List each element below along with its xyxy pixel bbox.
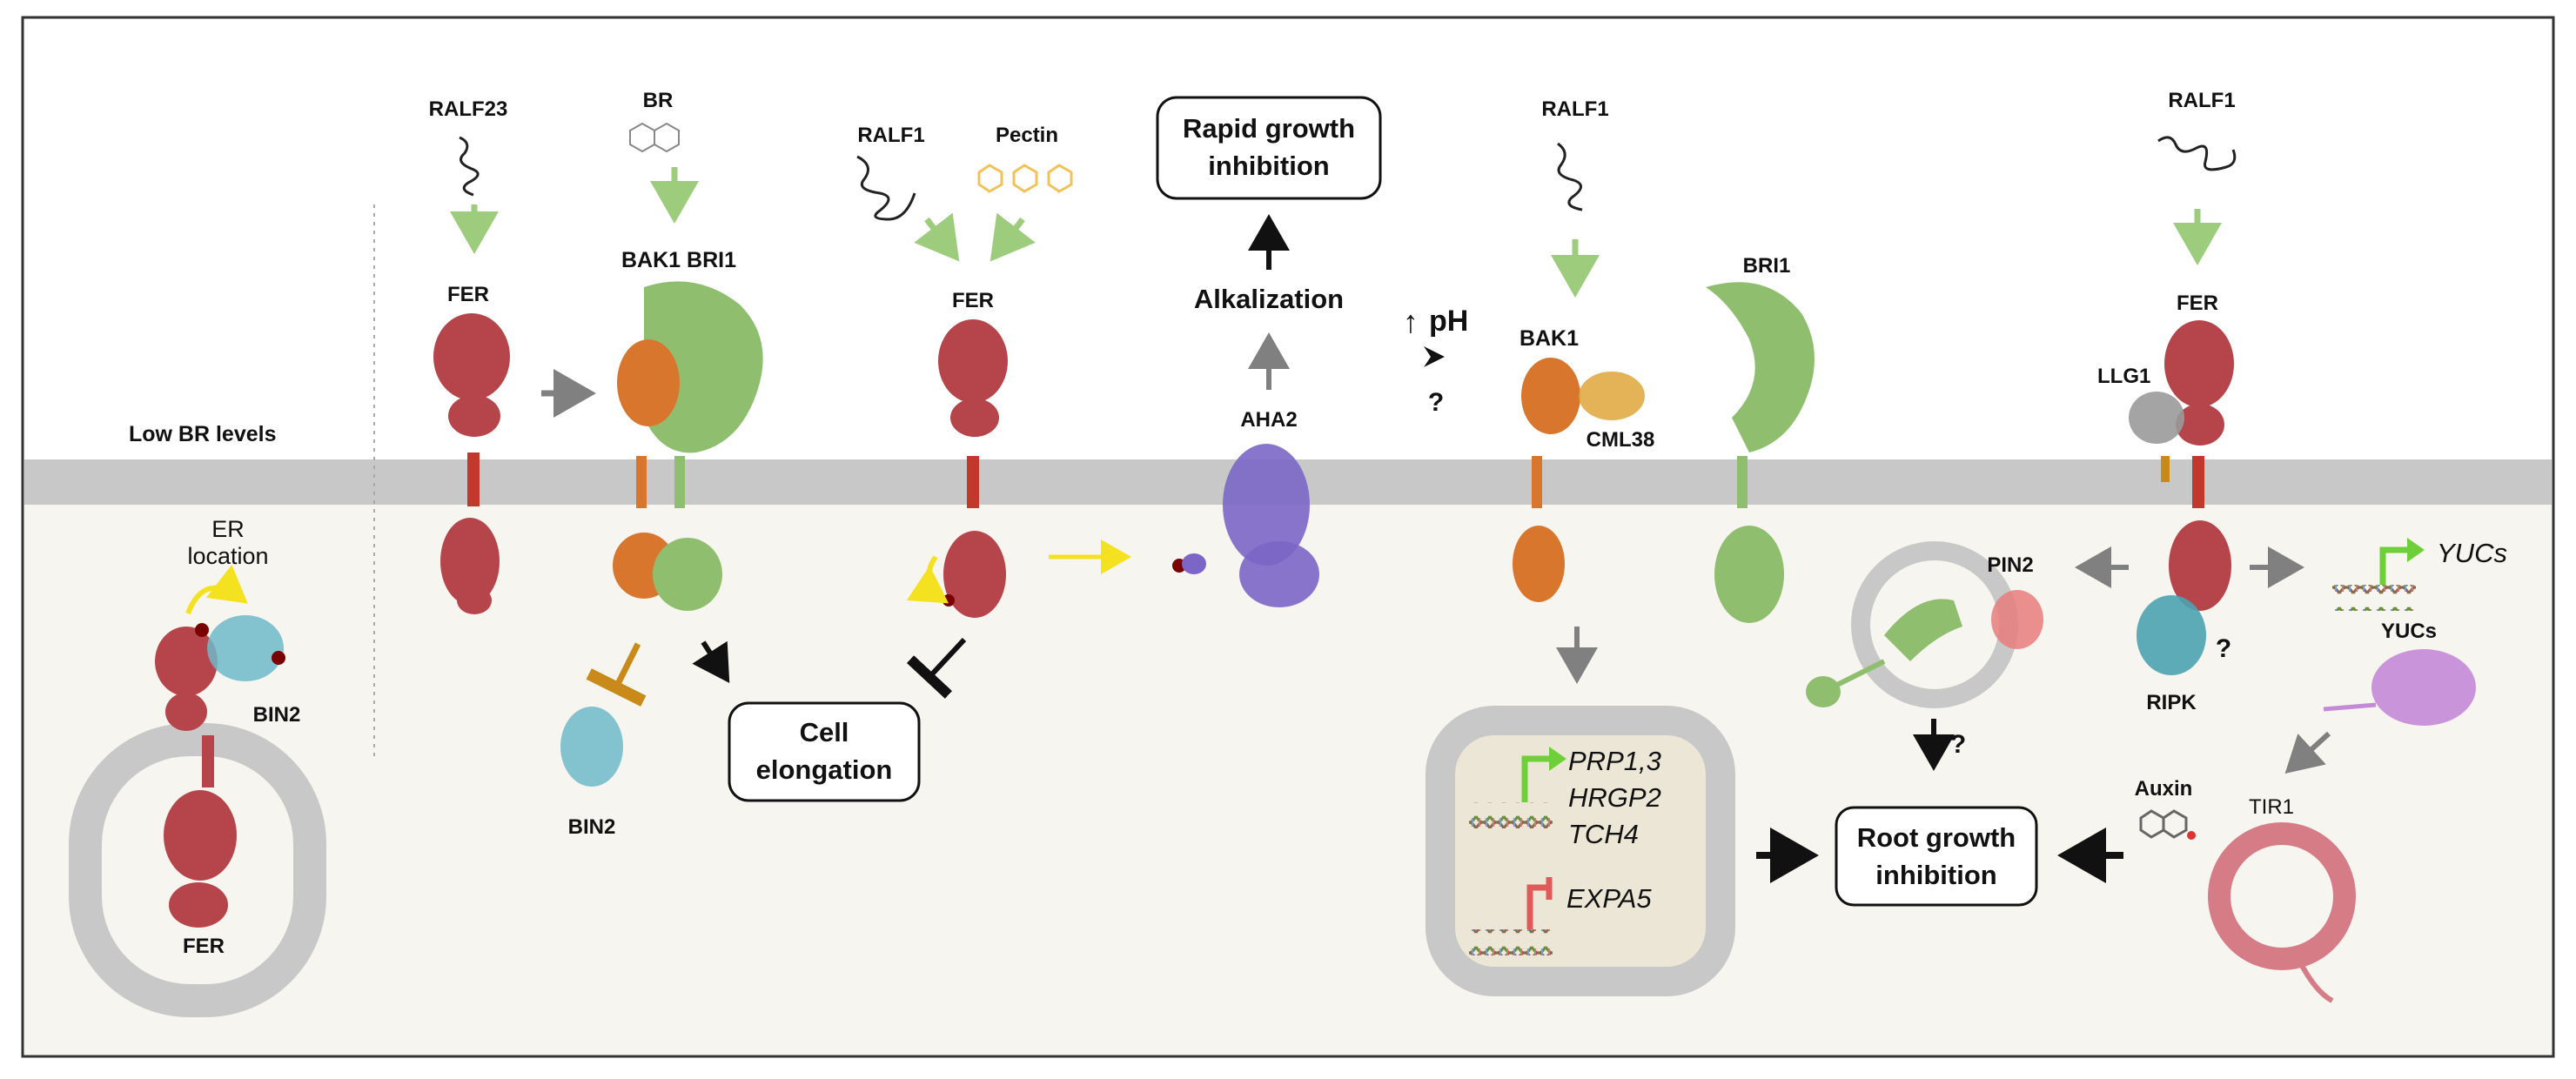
bri1-to-elongation-arrow: [692, 640, 730, 684]
bin2-er-protein: [207, 615, 285, 681]
gene-activation-arrow: [1521, 755, 1551, 802]
fer-3-receptor: [2164, 320, 2234, 611]
fer-1-receptor: [433, 313, 510, 614]
bak1-bri1-label: BAK1 BRI1: [621, 248, 736, 272]
ph-question: ?: [1428, 388, 1444, 417]
er-cycle-arrow: [185, 564, 248, 615]
bri1-receptor: [1706, 282, 1815, 623]
yucs-activation-arrow: [2379, 546, 2409, 585]
fer-2-label: FER: [952, 289, 994, 312]
bak1-label: BAK1: [1519, 326, 1579, 351]
aha2-pump: [1172, 444, 1319, 607]
fer-er-protein: [155, 623, 237, 928]
bin2-free-label: BIN2: [568, 815, 616, 839]
fer2-elongation-inhibit: [906, 637, 967, 699]
ralf23-peptide: [459, 136, 480, 197]
fer-er-label: FER: [183, 935, 225, 958]
bri1-bin2-inhibit: [586, 642, 647, 707]
gene-expa5: EXPA5: [1566, 883, 1652, 914]
rapid-growth-box: [1156, 96, 1382, 200]
pectin-label: Pectin: [996, 124, 1058, 147]
auxin-label: Auxin: [2135, 777, 2193, 801]
aha2-label: AHA2: [1240, 408, 1297, 432]
llg1-protein: [2129, 392, 2184, 482]
auxin-molecule: [2139, 809, 2196, 840]
vesicle-question: ?: [1950, 730, 1966, 759]
fer-1-label: FER: [447, 283, 489, 306]
br-label: BR: [643, 89, 674, 112]
ralf1-3-label: RALF1: [2168, 89, 2235, 112]
ralf1-1-label: RALF1: [857, 124, 924, 147]
root-growth-box: [1835, 806, 2038, 907]
gene-tch4: TCH4: [1568, 819, 1639, 849]
nucleus-envelope: [1426, 706, 1735, 996]
pectin-molecule: [977, 164, 1073, 193]
fer2-autophos-arrow: [906, 555, 949, 604]
er-location-line2: location: [187, 543, 268, 569]
rapid-growth-line2: inhibition: [1208, 151, 1329, 181]
ph-chevron: [1424, 346, 1445, 367]
yucs-activation-head: [2407, 538, 2425, 562]
ph-label: pH: [1429, 305, 1468, 338]
er-location-line1: ER: [211, 516, 245, 542]
tir1-protein: [2208, 822, 2356, 1003]
yucs-protein-label: YUCs: [2381, 620, 2437, 643]
br-molecule: [629, 122, 680, 153]
bin2-er-label: BIN2: [253, 703, 301, 727]
ralf1-1-peptide: [856, 155, 916, 221]
ripk-question: ?: [2216, 634, 2231, 663]
pin2-label: PIN2: [1987, 553, 2033, 577]
gene-activation-head: [1549, 747, 1566, 771]
bak1-receptor: [1513, 358, 1645, 602]
dna-yucs: [2332, 585, 2416, 611]
ralf1-3-peptide: [2157, 136, 2237, 171]
alkalization-label: Alkalization: [1194, 284, 1344, 314]
ralf1-to-fer2-arrow: [914, 212, 960, 262]
bri1-receptor-complex: [613, 281, 763, 611]
rapid-growth-line1: Rapid growth: [1183, 113, 1355, 144]
ph-up-arrow: ↑: [1403, 304, 1419, 339]
root-growth-line1: Root growth: [1857, 822, 2016, 853]
gene-prp13: PRP1,3: [1568, 746, 1661, 776]
root-growth-line2: inhibition: [1875, 860, 1996, 890]
yucs-protein: [2323, 649, 2476, 726]
ripk-protein: [2137, 595, 2206, 675]
cell-elongation-line1: Cell: [800, 717, 849, 747]
tir1-label: TIR1: [2249, 795, 2294, 819]
yucs-gene-label: YUCs: [2437, 538, 2507, 568]
ralf23-label: RALF23: [429, 97, 508, 121]
low-br-label: Low BR levels: [129, 422, 277, 446]
cell-elongation-line2: elongation: [756, 754, 893, 785]
er-vesicle: [69, 723, 326, 1017]
dna-2: [1469, 929, 1553, 955]
gene-repression-symbol: [1526, 877, 1553, 929]
bin2-free-protein: [560, 707, 623, 787]
gene-hrgp2: HRGP2: [1568, 782, 1661, 813]
pectin-to-fer2-arrow: [989, 212, 1036, 262]
cml38-label: CML38: [1587, 428, 1655, 452]
bri1-label: BRI1: [1743, 254, 1791, 278]
bri1-endosome-protein: [1806, 599, 1962, 707]
fer-3-label: FER: [2177, 292, 2218, 315]
cell-elongation-box: [728, 701, 921, 802]
dna-1: [1469, 802, 1553, 828]
ralf1-2-label: RALF1: [1541, 97, 1608, 121]
yucs-to-tir1-arrow: [2284, 731, 2331, 774]
ralf1-2-peptide: [1557, 142, 1583, 211]
ripk-label: RIPK: [2146, 691, 2197, 714]
llg1-label: LLG1: [2097, 365, 2150, 388]
pin2-protein: [1991, 590, 2043, 649]
fer-2-receptor: [938, 319, 1008, 618]
